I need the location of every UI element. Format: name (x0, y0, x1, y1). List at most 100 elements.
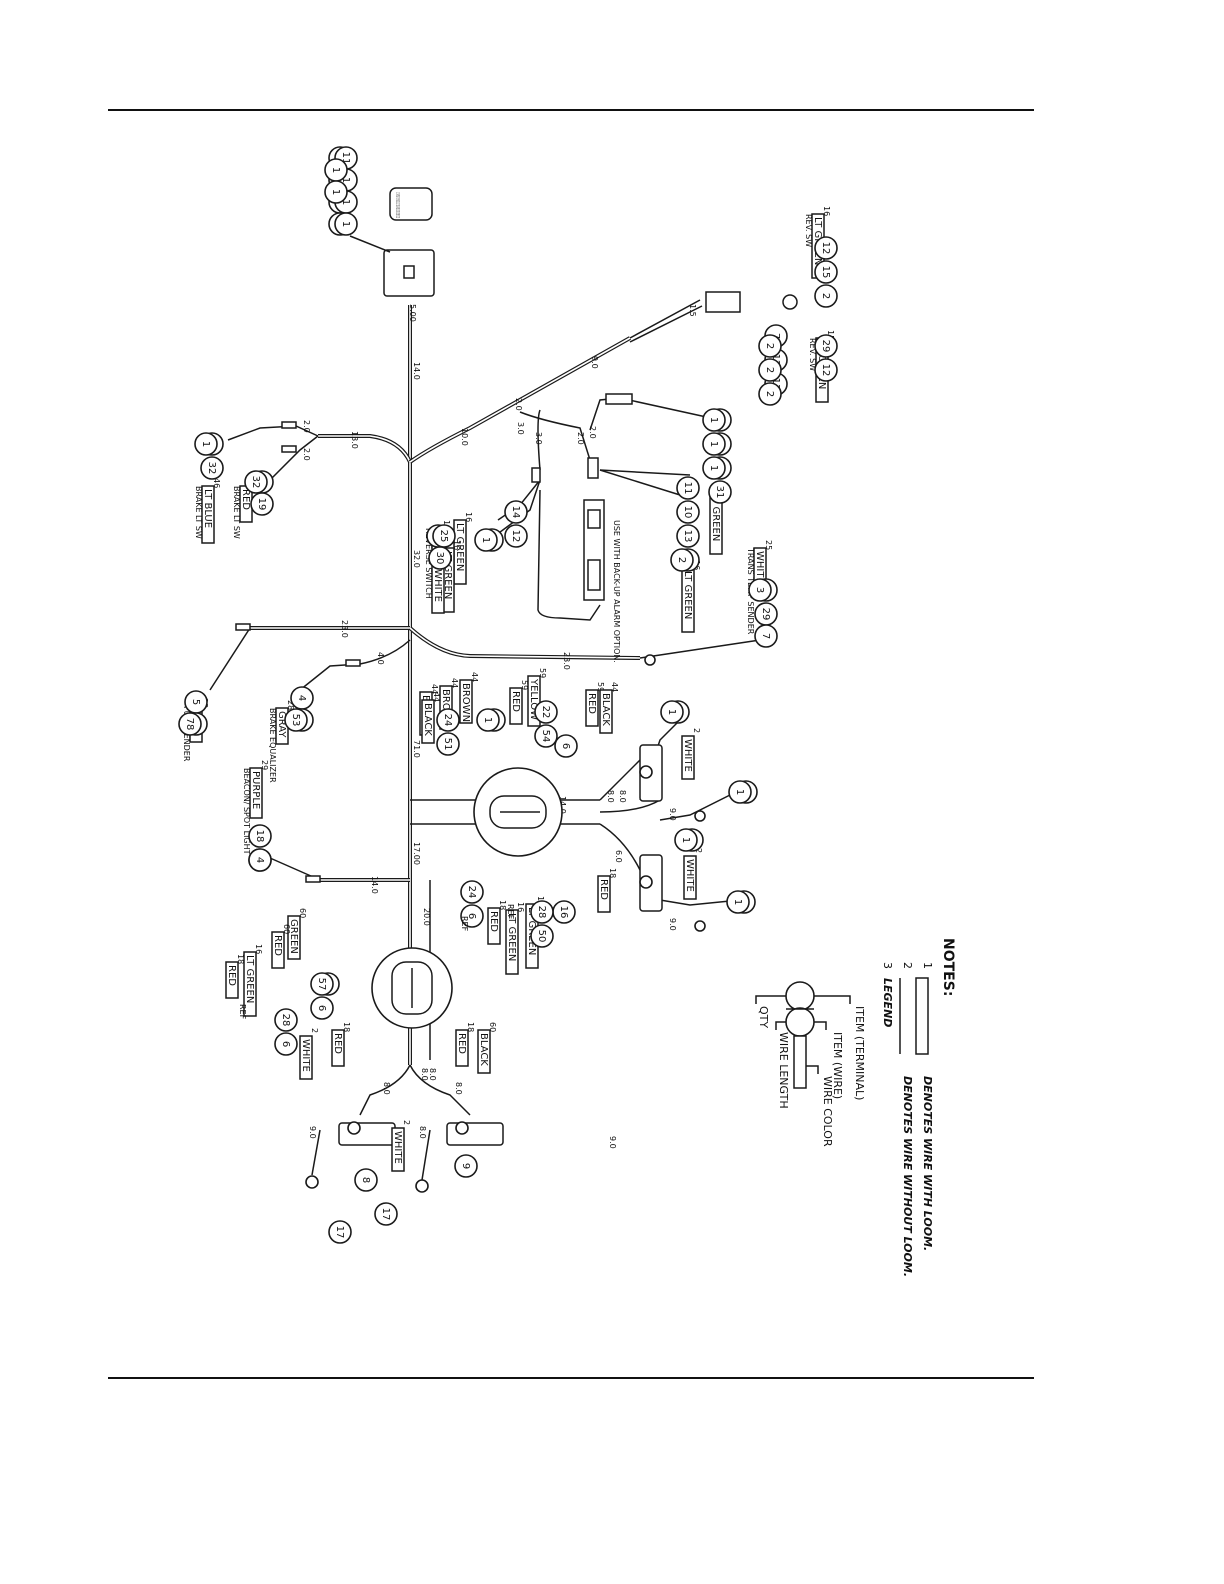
item-number: 28 (280, 1014, 291, 1027)
item-number: 25 (438, 530, 449, 543)
wire-label-box (271, 931, 285, 969)
length-label: 13.0 (350, 431, 359, 449)
wire-color-label: RED (226, 965, 237, 986)
length-label: 9.0 (608, 1136, 617, 1149)
wire-gauge-label: 16 (254, 944, 263, 954)
wire-color-label: WHITE (392, 1131, 403, 1164)
wire-color-label: WHITE (754, 551, 765, 584)
wire-label-box (455, 1029, 469, 1067)
item-number: 28 (536, 906, 547, 919)
wire-gauge-label: 18 (342, 1022, 351, 1032)
wire-label-box (391, 1127, 405, 1172)
length-label: 8.0 (454, 1082, 463, 1095)
item-number: 29 (760, 608, 771, 621)
item-circle (250, 492, 274, 516)
length-label: 20.0 (422, 908, 431, 926)
item-circle (670, 548, 694, 572)
item-number: 1 (340, 177, 351, 183)
connector-pin-text: 1 2 3 4 5 6 7 8 9 10 11 12 13 14 15 16 1… (394, 192, 400, 218)
legend-wire-length: WIRE LENGTH (777, 1032, 790, 1109)
item-number: 1 (330, 167, 341, 173)
wire-label-box (477, 1029, 491, 1074)
wire-color-label: LT GREEN (454, 523, 465, 571)
length-label: 23.0 (340, 620, 349, 638)
item-circle (324, 180, 348, 204)
item-circle (248, 848, 272, 872)
item-circle (200, 456, 224, 480)
wire-color-label: BLACK (478, 1033, 489, 1066)
note-3-text: LEGEND (881, 978, 894, 1027)
item-circle (814, 284, 838, 308)
wire-color-label: WHITE (300, 1039, 311, 1072)
item-number: 1 (734, 789, 745, 795)
length-label: 3.0 (516, 422, 525, 435)
plugs (235, 291, 798, 883)
notes-title: NOTES: (940, 938, 956, 996)
wire-color-label: LT GREEN (244, 955, 255, 1003)
item-number: 2 (676, 557, 687, 563)
wire-label-box (487, 907, 501, 945)
wire-color-label: RED (332, 1033, 343, 1054)
ref-label: REF (238, 1004, 247, 1020)
item-number: 53 (290, 714, 301, 727)
wire-label-box (331, 1029, 345, 1067)
wire-gauge-label: 2 (692, 728, 701, 733)
item-circle (676, 476, 700, 500)
wire-label-box (299, 1035, 313, 1080)
item-circle (460, 880, 484, 904)
length-label: 8.0 (420, 1068, 429, 1081)
wire-gauge-label: 59 (520, 680, 529, 690)
wire-color-label: GRAY (276, 711, 287, 738)
item-circle (814, 236, 838, 260)
item-number: 30 (434, 552, 445, 565)
item-circle (814, 334, 838, 358)
wire-note-label: BEACON/ SPOT LIGHT (242, 768, 251, 855)
switch-hubs (371, 767, 563, 1029)
wire-gauge-label: 16 (822, 206, 831, 216)
item-circle (676, 524, 700, 548)
item-number: 1 (330, 189, 341, 195)
wire-color-label: BLACK (422, 703, 433, 736)
wire-gauge-label: 44 (450, 678, 459, 688)
item-circle (726, 890, 750, 914)
item-number: 15 (820, 266, 831, 279)
item-number: 6 (560, 743, 571, 749)
length-label: 8.0 (618, 790, 627, 803)
item-number: 1 (480, 537, 491, 543)
wire-gauge-label: 60 (282, 924, 291, 934)
length-label: 9.0 (668, 918, 677, 931)
item-number: 1 (340, 199, 351, 205)
length-label: 2.0 (302, 448, 311, 461)
item-circle (504, 524, 528, 548)
wire-note-label: BRAKE EQUALIZER (268, 708, 277, 783)
notes-block: NOTES: 1 DENOTES WIRE WITH LOOM. 2 DENOT… (755, 938, 956, 1277)
wire-label-box (509, 687, 523, 725)
item-number: 2 (764, 367, 775, 373)
wire-color-label: RED (240, 489, 251, 510)
wire-label-box (201, 485, 215, 544)
item-circle (436, 708, 460, 732)
item-number: 1 (680, 837, 691, 843)
legend-wire-color: WIRE COLOR (821, 1076, 834, 1147)
wire-label-box (683, 855, 697, 900)
length-label: 14.0 (412, 362, 421, 380)
item-circle (534, 724, 558, 748)
wire-color-label: LT GREEN (442, 551, 453, 599)
wire-label-box (505, 909, 519, 975)
item-number: 7 (760, 633, 771, 639)
item-circle (328, 1220, 352, 1244)
length-label: 5.00 (408, 304, 417, 322)
wire-gauge-label: 16 (464, 512, 473, 522)
item-circle (310, 996, 334, 1020)
wire-gauge-label: 44 (432, 692, 441, 702)
wire-color-label: BROWN (460, 683, 471, 722)
length-label: 2.0 (576, 432, 585, 445)
item-circle (728, 780, 752, 804)
wire-label-box (599, 689, 613, 734)
item-circle (674, 828, 698, 852)
length-label: 10.0 (460, 428, 469, 446)
item-number: 6 (316, 1005, 327, 1011)
item-circle (534, 700, 558, 724)
item-number: 12 (820, 242, 831, 255)
wire-gauge-label: 28 (286, 700, 295, 710)
